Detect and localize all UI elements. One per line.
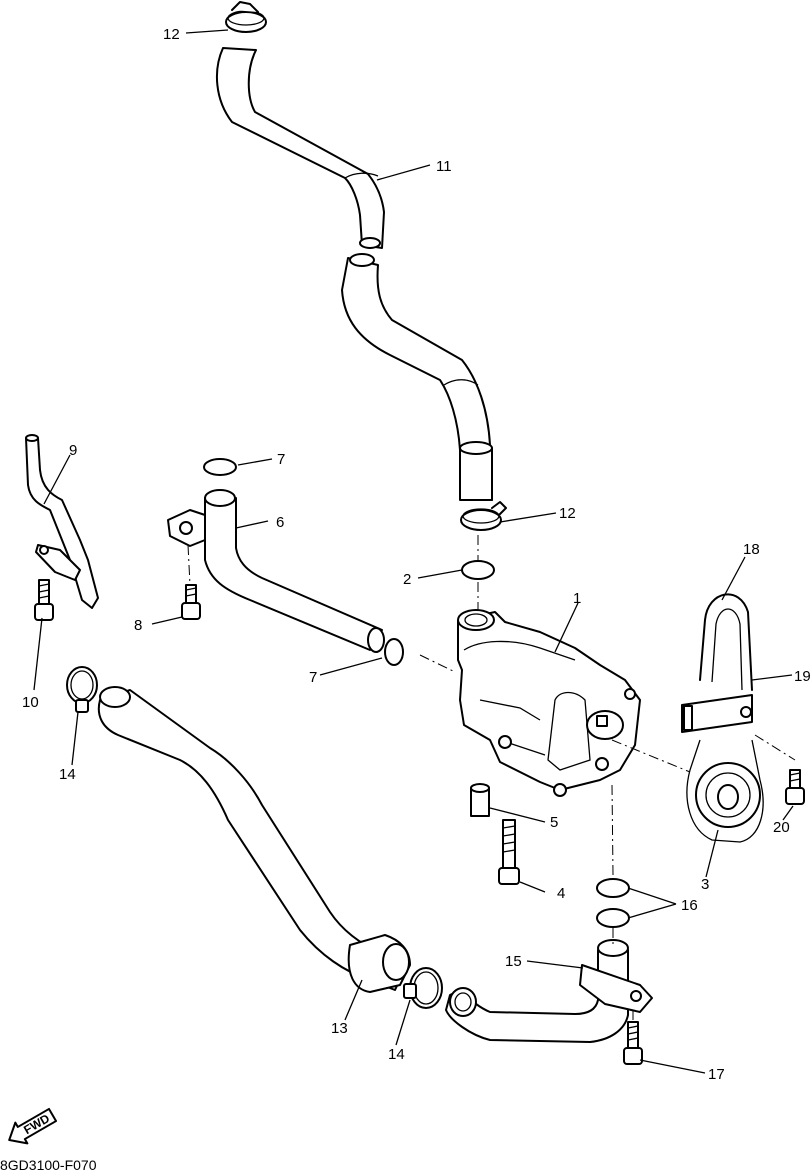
hose-clamp-12-top xyxy=(225,1,267,33)
o-ring-2 xyxy=(461,560,495,580)
callout-8: 8 xyxy=(134,617,142,634)
oil-pump-sprocket-3 xyxy=(695,762,761,828)
callout-12-top: 12 xyxy=(163,26,180,43)
oil-pump-drive-chain-18 xyxy=(686,593,764,843)
callout-20: 20 xyxy=(773,819,790,836)
chain-guide-19 xyxy=(681,694,753,733)
o-ring-16-lower xyxy=(596,908,630,928)
bolt-4 xyxy=(498,819,520,885)
callout-12-bottom: 12 xyxy=(559,505,576,522)
leader-lines xyxy=(33,29,794,1074)
o-ring-16-upper xyxy=(596,878,630,898)
callout-15: 15 xyxy=(505,953,522,970)
callout-13: 13 xyxy=(331,1020,348,1037)
callout-labels: 1 2 3 4 5 6 7 7 8 9 10 11 12 12 13 14 14… xyxy=(22,26,811,1083)
callout-16: 16 xyxy=(681,897,698,914)
hose-clamp-14-lower xyxy=(403,967,443,1009)
hose-clamp-12-bottom xyxy=(460,501,507,531)
dowel-pin-5 xyxy=(470,783,490,817)
hose-clamp-14-upper xyxy=(66,666,98,713)
lower-hose-13 xyxy=(97,686,411,993)
upper-hose-11 xyxy=(215,47,493,501)
callout-1: 1 xyxy=(573,590,581,607)
callout-7-upper: 7 xyxy=(277,451,285,468)
callout-14-lower: 14 xyxy=(388,1046,405,1063)
callout-4: 4 xyxy=(557,885,565,902)
callout-7-lower: 7 xyxy=(309,669,317,686)
bolt-8 xyxy=(181,584,201,620)
outlet-pipe-15 xyxy=(445,939,653,1043)
callout-9: 9 xyxy=(69,442,77,459)
callout-2: 2 xyxy=(403,571,411,588)
callout-17: 17 xyxy=(708,1066,725,1083)
callout-10: 10 xyxy=(22,694,39,711)
callout-6: 6 xyxy=(276,514,284,531)
bolt-10 xyxy=(34,579,54,621)
fwd-arrow-icon: FWD xyxy=(8,1107,58,1145)
o-ring-7-upper xyxy=(203,458,237,476)
callout-11: 11 xyxy=(436,158,452,175)
oil-pump-1 xyxy=(457,609,641,797)
drawing-code: 8GD3100-F070 xyxy=(0,1157,97,1173)
bolt-20 xyxy=(785,769,805,805)
callout-5: 5 xyxy=(550,814,558,831)
o-ring-7-lower xyxy=(384,638,404,666)
callout-3: 3 xyxy=(701,876,709,893)
breather-pipe-9 xyxy=(25,434,99,609)
oil-pipe-6 xyxy=(167,489,385,653)
callout-19: 19 xyxy=(794,668,811,685)
bolt-17 xyxy=(623,1021,643,1065)
callout-14-upper: 14 xyxy=(59,766,76,783)
callout-18: 18 xyxy=(743,541,760,558)
